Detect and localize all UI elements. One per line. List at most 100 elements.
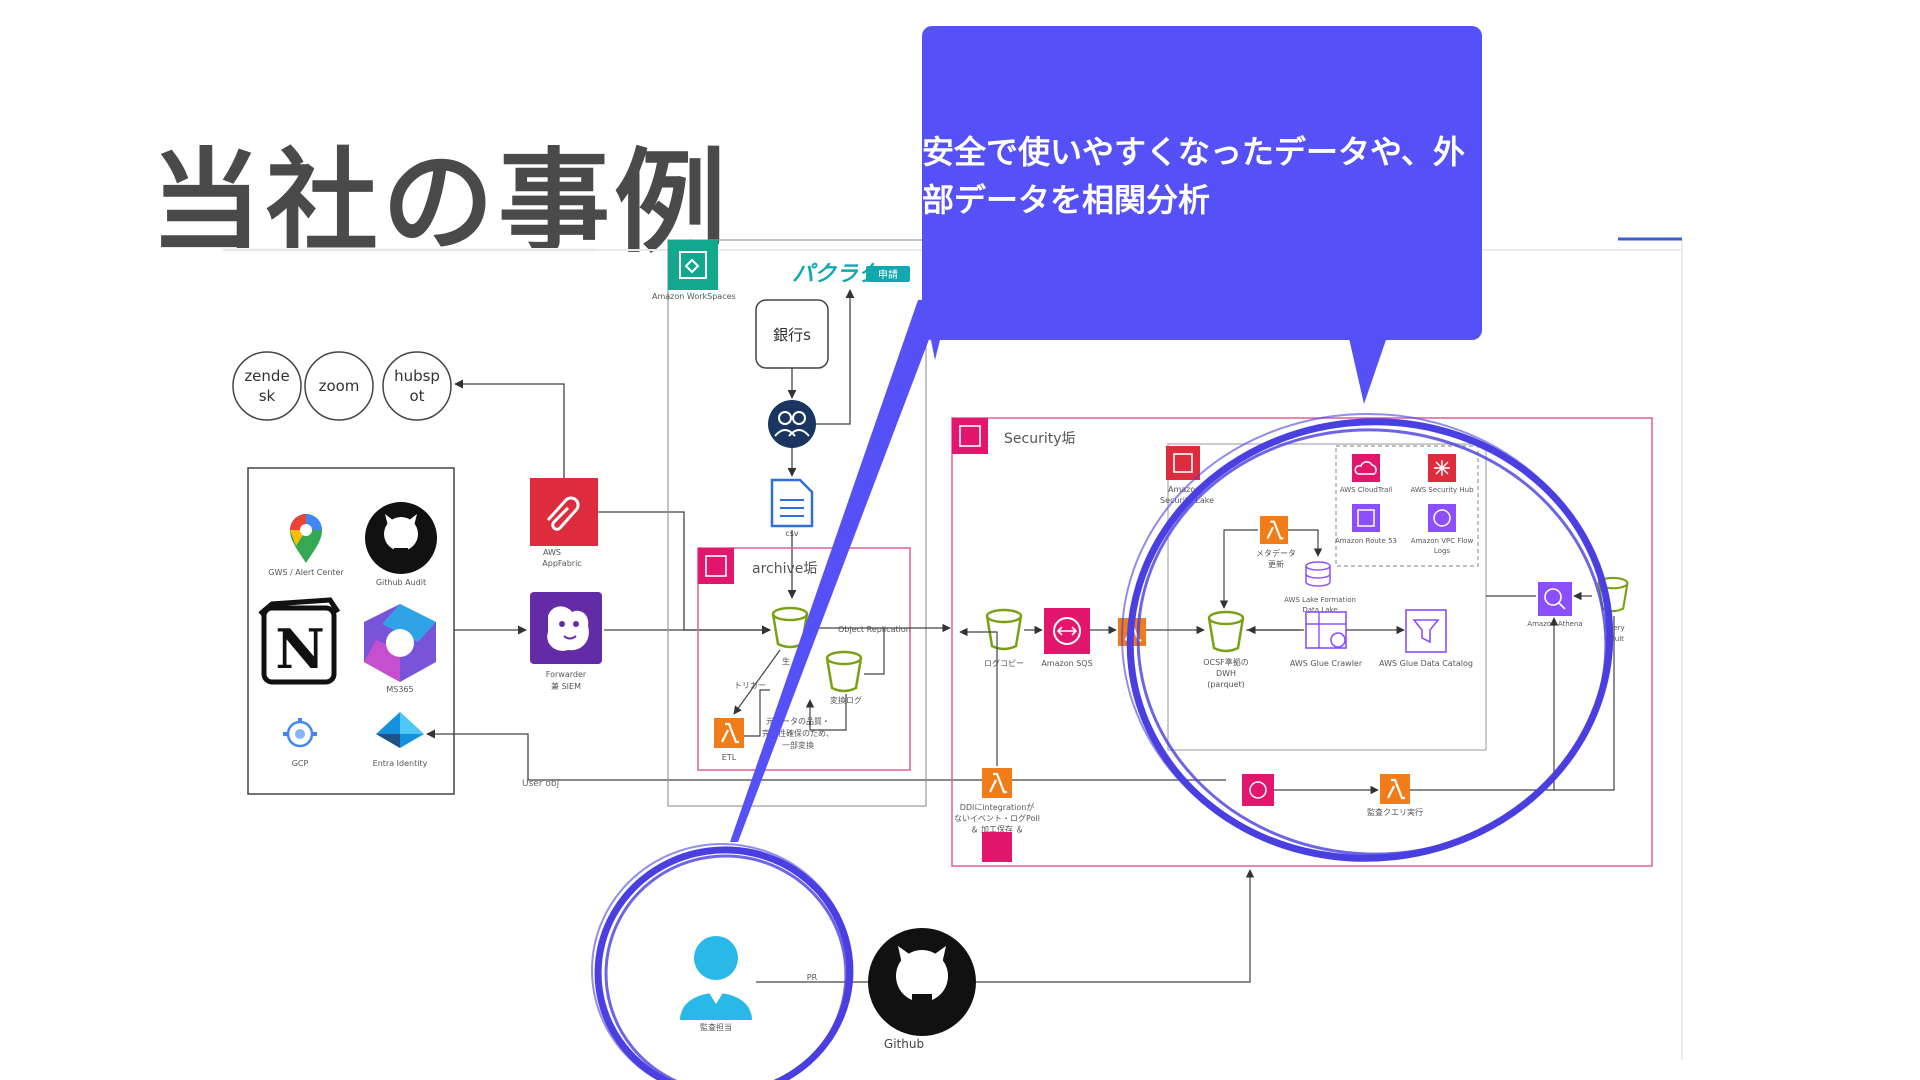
user-obj-label: User obj (522, 779, 559, 789)
ocsf-label-1: OCSF準拠の (1203, 657, 1249, 667)
auditor-label: 監査担当 (700, 1022, 732, 1032)
archive-note-3: 一部変換 (782, 740, 814, 750)
sqs-label: Amazon SQS (1041, 659, 1092, 668)
group-icon (768, 400, 816, 448)
forwarder-label-2: 兼 SIEM (551, 681, 581, 691)
archive-note-2: 完全性確保のため、 (762, 728, 834, 738)
metadata-lambda-icon (1260, 516, 1288, 544)
sqs-icon (1044, 608, 1090, 654)
ddi-eventbridge-icon (982, 832, 1012, 862)
ms365-label: MS365 (386, 685, 413, 694)
raw-label: 生 (782, 656, 790, 666)
google-maps-icon (290, 484, 323, 563)
security-hub-label: AWS Security Hub (1410, 486, 1474, 494)
bank-label: 銀行s (773, 326, 811, 344)
zoom-circle: zoom (304, 351, 374, 421)
ddi-lambda-icon (982, 768, 1012, 798)
eventbridge-icon (1242, 774, 1274, 806)
ocsf-label-2: DWH (1216, 669, 1236, 678)
glue-crawler-label: AWS Glue Crawler (1290, 659, 1363, 668)
ddi-label-3: ＆ 加工保存 ＆ (970, 824, 1023, 834)
bank-box: 銀行s (755, 299, 829, 369)
saas-circles: zende sk zoom hubsp ot (232, 351, 452, 421)
ocsf-label-3: (parquet) (1207, 680, 1245, 689)
zendesk-circle: zende sk (232, 351, 302, 421)
callout-tails (730, 296, 1388, 842)
archive-note-1: 元データの品質・ (766, 716, 830, 726)
ms365-icon (364, 604, 436, 682)
hubspot-label-1: hubsp (394, 367, 440, 385)
gws-label: GWS / Alert Center (268, 568, 344, 577)
marker-circle-security (1121, 412, 1614, 862)
hubspot-label-2: ot (409, 387, 424, 405)
appfabric-label-1: AWS (543, 548, 561, 557)
lake-formation-label-2: Data Lake (1302, 606, 1337, 614)
ddi-lambda-group: DDIにintegrationが ないイベント・ログPoll ＆ 加工保存 ＆ (954, 627, 1040, 862)
csv-doc-icon (770, 478, 814, 528)
log-copy-label: ログコピー (984, 658, 1024, 668)
athena-icon (1538, 582, 1572, 616)
log-copy-bucket-icon (985, 608, 1023, 651)
etl-lambda-icon (714, 718, 744, 748)
github-label: Github (884, 1037, 924, 1051)
dwh-bucket-icon (1207, 610, 1245, 653)
cloudtrail-icon (1352, 454, 1380, 482)
workspaces-account: Amazon WorkSpaces (652, 239, 927, 807)
saas-panel: GWS / Alert Center Github Audit N MS365 (247, 467, 455, 795)
connectors-left (426, 379, 1226, 781)
lake-formation-icon (1305, 561, 1331, 587)
cloudtrail-label: AWS CloudTrail (1340, 486, 1392, 494)
athena-label: Amazon Athena (1527, 620, 1582, 628)
route53-label: Amazon Route 53 (1335, 537, 1397, 545)
metadata-label-1: メタデータ (1256, 548, 1296, 558)
appfabric-icon (530, 478, 598, 546)
callout-text: 安全で使いやすくなったデータや、外 部データを相関分析 (922, 128, 1478, 224)
archive-label: archive垢 (752, 561, 817, 577)
datadog-icon (530, 592, 602, 664)
audit-query-lambda-icon (1380, 774, 1410, 804)
trigger-label: トリガー (734, 680, 766, 690)
ddi-label-2: ないイベント・ログPoll (954, 813, 1040, 823)
callout-line-1: 安全で使いやすくなったデータや、外 (922, 133, 1466, 171)
zendesk-label-2: sk (259, 387, 276, 405)
marker-circle-auditor (591, 843, 854, 1080)
rakuraku-logo: パクラク 申請 (782, 258, 922, 288)
glue-crawler-icon (1305, 611, 1347, 649)
glue-catalog-label: AWS Glue Data Catalog (1379, 659, 1473, 668)
security-account: Security垢 Amazon Security Lake AWS Cloud… (951, 417, 1653, 867)
glue-catalog-icon (1405, 609, 1447, 653)
page-title: 当社の事例 (150, 138, 730, 268)
security-label: Security垢 (1004, 431, 1076, 447)
forwarder-label-1: Forwarder (546, 670, 587, 679)
auditor-user-icon (680, 936, 752, 1020)
callout-line-2: 部データを相関分析 (922, 181, 1211, 219)
hubspot-circle: hubsp ot (382, 351, 452, 421)
appfabric-label-2: AppFabric (542, 559, 581, 568)
vpc-flow-label-1: Amazon VPC Flow (1411, 537, 1474, 545)
zoom-label: zoom (319, 377, 360, 395)
security-hub-icon (1428, 454, 1456, 482)
lake-formation-label-1: AWS Lake Formation (1284, 596, 1356, 604)
object-replication-label: Object Replication (838, 625, 911, 634)
route53-icon (1352, 504, 1380, 532)
github-audit-label: Github Audit (376, 578, 426, 587)
rakuraku-badge: 申請 (878, 268, 898, 281)
entra-icon (376, 712, 424, 748)
metadata-label-2: 更新 (1268, 559, 1284, 569)
entra-label: Entra Identity (373, 759, 428, 768)
github-connector (976, 869, 1255, 983)
security-lake-icon (1166, 446, 1200, 480)
zendesk-label-1: zende (244, 367, 289, 385)
github-audit-icon (365, 502, 437, 574)
workspaces-label: Amazon WorkSpaces (652, 292, 736, 301)
notion-icon: N (258, 597, 341, 685)
audit-query-label: 監査クエリ実行 (1367, 807, 1423, 817)
connectors-bank (787, 289, 855, 599)
gcp-icon (283, 718, 317, 748)
github-icon (868, 928, 976, 1036)
transform-bucket-icon (825, 650, 863, 693)
ddi-label-1: DDIにintegrationが (960, 802, 1035, 812)
callout-box (922, 26, 1482, 340)
vpc-flow-icon (1428, 504, 1456, 532)
